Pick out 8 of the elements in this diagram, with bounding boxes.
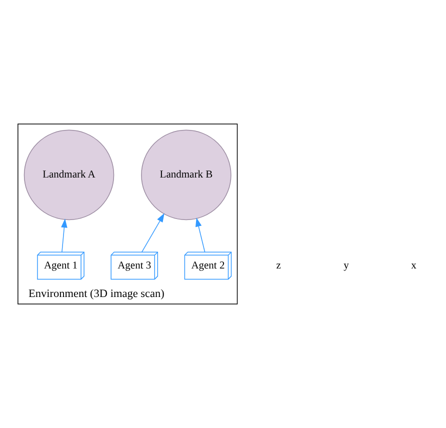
label: x: [411, 260, 416, 272]
arrow: [141, 213, 164, 253]
label: y: [344, 260, 349, 272]
label: z: [276, 260, 281, 272]
arrow: [61, 218, 68, 253]
arrow: [196, 218, 206, 253]
node-circle: Landmark B: [141, 130, 232, 220]
node-circle: Landmark A: [24, 130, 114, 220]
